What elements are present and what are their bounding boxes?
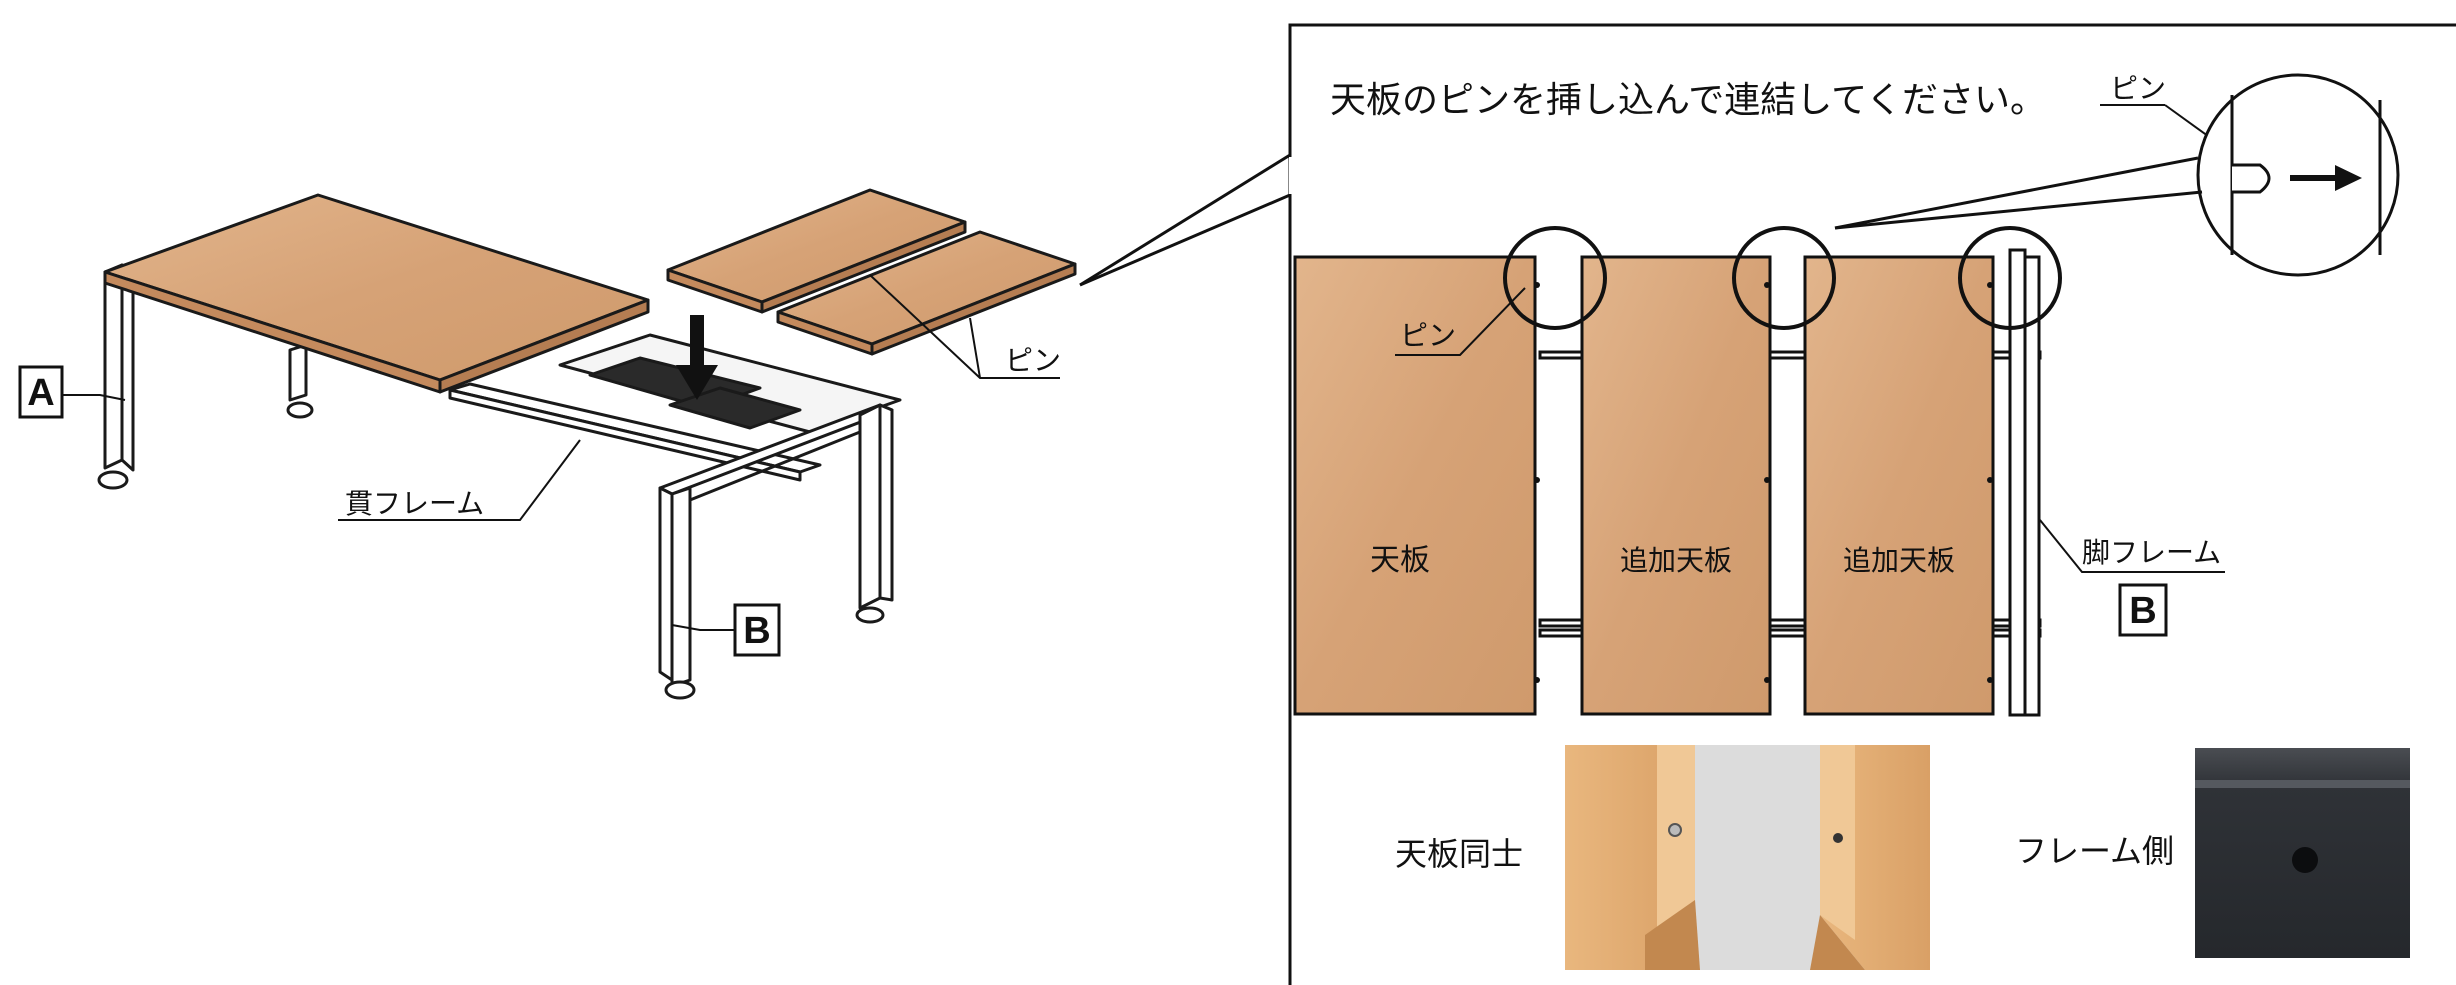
left-pin-label: ピン: [1005, 344, 1061, 377]
caster-b: [664, 606, 885, 700]
panel-label-main: 天板: [1370, 543, 1430, 578]
detail-label-b: B: [2129, 590, 2156, 632]
panel-extension-1: [1580, 255, 1772, 716]
panel-pins: [1534, 282, 1993, 683]
bubble-gap: [1289, 157, 1293, 194]
leg-frame-side: [2008, 248, 2027, 717]
zoom-wedge: [1834, 156, 2203, 230]
leg-frame-label: 脚フレーム: [2082, 536, 2221, 569]
table-illustration: [97, 188, 1077, 700]
extension-boards: [666, 188, 1077, 356]
panels-elevation: [1293, 248, 2042, 717]
panel-pin-label: ピン: [1400, 319, 1456, 352]
panel-pin-leader: [1395, 287, 1526, 356]
photo-top-to-top: [1565, 745, 1930, 970]
photo-frame-side: [2195, 748, 2410, 958]
insert-arrow-icon: [676, 315, 718, 400]
panel-extension-2: [1803, 255, 1995, 716]
top-to-top-label: 天板同士: [1395, 835, 1523, 873]
cross-frame: [448, 333, 902, 482]
main-tabletop: [103, 193, 650, 394]
detail-panel-frame: [1079, 23, 2456, 985]
zoom-circle: [2196, 73, 2400, 277]
pin-highlight-circles: [1503, 226, 2062, 330]
panel-label-ext-1: 追加天板: [1620, 544, 1732, 577]
label-a: A: [27, 372, 54, 414]
left-leader-lines: [62, 274, 1060, 631]
panel-label-ext-2: 追加天板: [1843, 544, 1955, 577]
zoom-pin-label: ピン: [2110, 72, 2166, 105]
instruction-text: 天板のピンを挿し込んで連結してください。: [1330, 80, 2046, 121]
label-b-box: B: [733, 603, 781, 657]
frame-side-label: フレーム側: [2015, 832, 2174, 870]
leg-frame-b: [658, 403, 894, 688]
leg-frame-leader: [2039, 519, 2225, 573]
label-b: B: [743, 610, 770, 652]
frame-label: 貫フレーム: [345, 487, 484, 520]
detail-label-b-box: B: [2118, 583, 2168, 637]
label-a-box: A: [18, 365, 64, 419]
panel-main-top: [1293, 255, 1537, 716]
caster-a: [97, 401, 314, 490]
arrow-right-icon: [2335, 165, 2362, 191]
